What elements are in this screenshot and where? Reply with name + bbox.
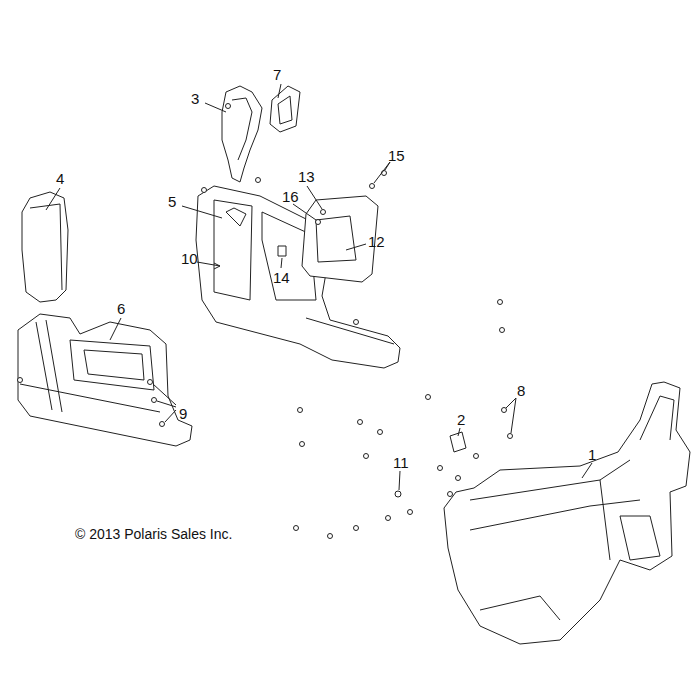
callout-number: 9 xyxy=(179,406,187,421)
callout-number: 6 xyxy=(117,301,125,316)
callout-number: 10 xyxy=(181,251,198,266)
callout-number: 15 xyxy=(388,148,405,163)
callout-number: 5 xyxy=(168,194,176,209)
callout-number: 8 xyxy=(517,383,525,398)
callout-number: 12 xyxy=(368,234,385,249)
callout-number: 7 xyxy=(273,67,281,82)
callout-number: 3 xyxy=(191,91,199,106)
callout-number: 1 xyxy=(588,447,596,462)
callout-number: 14 xyxy=(273,270,290,285)
callout-number: 4 xyxy=(56,171,64,186)
callout-number: 13 xyxy=(298,169,315,184)
callout-number: 11 xyxy=(393,455,409,470)
copyright-note: © 2013 Polaris Sales Inc. xyxy=(75,527,232,541)
callout-number: 2 xyxy=(457,412,465,427)
callout-number: 16 xyxy=(282,189,299,204)
